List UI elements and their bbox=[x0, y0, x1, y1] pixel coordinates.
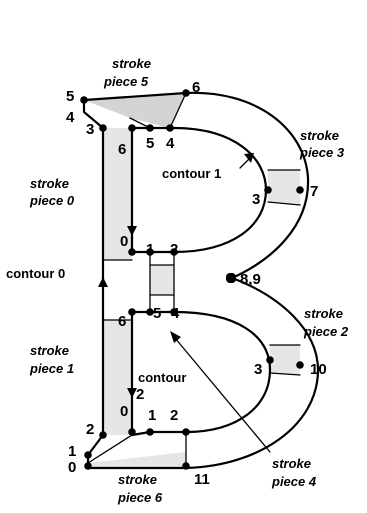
num-upper-bowl-inner: 3 bbox=[252, 191, 260, 208]
vertex-lower-5 bbox=[146, 308, 154, 316]
vertex-outer-3 bbox=[99, 124, 107, 132]
stroke-piece-5-shade bbox=[84, 93, 186, 128]
num-upper-zero: 0 bbox=[120, 233, 128, 250]
stroke-piece-2-label-line1: stroke bbox=[304, 306, 343, 321]
num-upper-join-left: 6 bbox=[118, 141, 126, 158]
stroke-piece-2-shade bbox=[270, 345, 300, 375]
num-waist: 8,9 bbox=[240, 271, 261, 288]
num-upper-join-mid: 5 bbox=[146, 135, 154, 152]
stroke-piece-1-label-line2: piece 1 bbox=[29, 361, 74, 376]
num-outer-bottom-zero: 0 bbox=[68, 459, 76, 476]
contour-1-arrow bbox=[239, 157, 251, 169]
num-upper-join-right: 4 bbox=[166, 135, 175, 152]
num-outer-bottom-two: 2 bbox=[86, 421, 94, 438]
num-lower-bowl-outer: 10 bbox=[310, 361, 327, 378]
num-inner-top-left: 3 bbox=[86, 121, 94, 138]
vertex-lower-6 bbox=[128, 308, 136, 316]
contour-1-arrowhead bbox=[244, 153, 254, 163]
contour-0-label: contour 0 bbox=[6, 266, 65, 281]
stroke-piece-4-label-line1: stroke bbox=[272, 456, 311, 471]
waist-shade bbox=[150, 265, 174, 295]
stroke-dividers bbox=[83, 92, 301, 469]
vertex-upper-1 bbox=[146, 248, 154, 256]
num-lower-two-inner: 2 bbox=[136, 386, 144, 403]
contour-0-arrowhead bbox=[98, 277, 108, 287]
vertex-outer-5 bbox=[80, 96, 88, 104]
vertex-outer-7 bbox=[296, 186, 304, 194]
vertex-outer-11 bbox=[182, 462, 190, 470]
stroke-piece-0-label-line2: piece 0 bbox=[29, 193, 75, 208]
stroke-piece-6-shade bbox=[88, 452, 186, 468]
vertex-outer-0 bbox=[84, 462, 92, 470]
vertex-outer-1 bbox=[84, 451, 92, 459]
stroke-piece-4-pointer bbox=[174, 337, 271, 453]
stroke-piece-labels: stroke piece 5 stroke piece 3 stroke pie… bbox=[29, 56, 349, 505]
vertex-outer-6 bbox=[182, 89, 190, 97]
vertex-lower-2 bbox=[182, 428, 190, 436]
vertex-lower-4 bbox=[170, 308, 178, 316]
vertex-upper-5 bbox=[146, 124, 154, 132]
contour-2-label: contour bbox=[138, 370, 186, 385]
stroke-piece-3-label-line2: piece 3 bbox=[299, 145, 345, 160]
contour-1-label: contour 1 bbox=[162, 166, 221, 181]
stroke-piece-4-pointer-head bbox=[170, 331, 181, 343]
vertex-upper-4 bbox=[166, 124, 174, 132]
lower-counter-contour bbox=[130, 310, 272, 437]
stroke-piece-4-label-line2: piece 4 bbox=[271, 474, 317, 489]
waist-links bbox=[102, 251, 175, 321]
vertex-outer-10 bbox=[296, 361, 304, 369]
num-outer-bottom-right: 11 bbox=[194, 471, 210, 488]
stroke-piece-2-label-line2: piece 2 bbox=[303, 324, 349, 339]
inner-down-arrowhead-upper bbox=[127, 226, 137, 236]
vertex-upper-6 bbox=[128, 124, 136, 132]
num-outer-top-right: 6 bbox=[192, 79, 200, 96]
stroke-piece-3-shade bbox=[268, 170, 300, 205]
vertex-lower-0 bbox=[128, 428, 136, 436]
vertex-lower-1 bbox=[146, 428, 154, 436]
num-upper-one: 1 bbox=[146, 241, 154, 258]
stroke-piece-1-label-line1: stroke bbox=[30, 343, 69, 358]
num-lower-two: 2 bbox=[170, 407, 178, 424]
stroke-piece-5-label-line2: piece 5 bbox=[103, 74, 149, 89]
stroke-piece-0-label-line1: stroke bbox=[30, 176, 69, 191]
num-lower-join-right: 4 bbox=[171, 305, 180, 322]
vertex-number-labels: 5 4 3 6 6 5 4 3 7 0 1 2 8,9 6 5 4 3 10 0… bbox=[66, 79, 327, 488]
vertex-upper-2 bbox=[170, 248, 178, 256]
num-lower-bowl-inner: 3 bbox=[254, 361, 262, 378]
stroke-piece-1-shade bbox=[103, 320, 132, 435]
num-outer-top-left: 5 bbox=[66, 88, 74, 105]
num-lower-one: 1 bbox=[148, 407, 156, 424]
stroke-piece-5-label-line1: stroke bbox=[112, 56, 151, 71]
num-upper-bowl-outer: 7 bbox=[310, 183, 318, 200]
num-outer-bottom-one: 1 bbox=[68, 443, 76, 460]
num-lower-join-left: 6 bbox=[118, 313, 126, 330]
shaded-regions bbox=[84, 93, 300, 468]
stroke-piece-6-label-line1: stroke bbox=[118, 472, 157, 487]
num-lower-join-mid: 5 bbox=[153, 305, 161, 322]
stroke-piece-3-label-line1: stroke bbox=[300, 128, 339, 143]
vertices bbox=[80, 89, 304, 470]
contour-labels: contour 1 contour 0 contour bbox=[6, 166, 221, 385]
num-outer-top-left-inner: 4 bbox=[66, 109, 75, 126]
stroke-piece-0-shade bbox=[103, 128, 132, 260]
vertex-upper-0 bbox=[128, 248, 136, 256]
vertex-waist-8-9 bbox=[226, 273, 236, 283]
vertex-outer-2 bbox=[99, 431, 107, 439]
num-upper-two: 2 bbox=[170, 241, 178, 258]
outer-contour bbox=[82, 91, 320, 470]
stroke-piece-6-label-line2: piece 6 bbox=[117, 490, 163, 505]
vertex-lower-3 bbox=[266, 356, 274, 364]
num-lower-zero: 0 bbox=[120, 403, 128, 420]
direction-arrows bbox=[98, 139, 271, 453]
inner-down-arrowhead-lower bbox=[127, 388, 137, 398]
vertex-upper-3 bbox=[264, 186, 272, 194]
